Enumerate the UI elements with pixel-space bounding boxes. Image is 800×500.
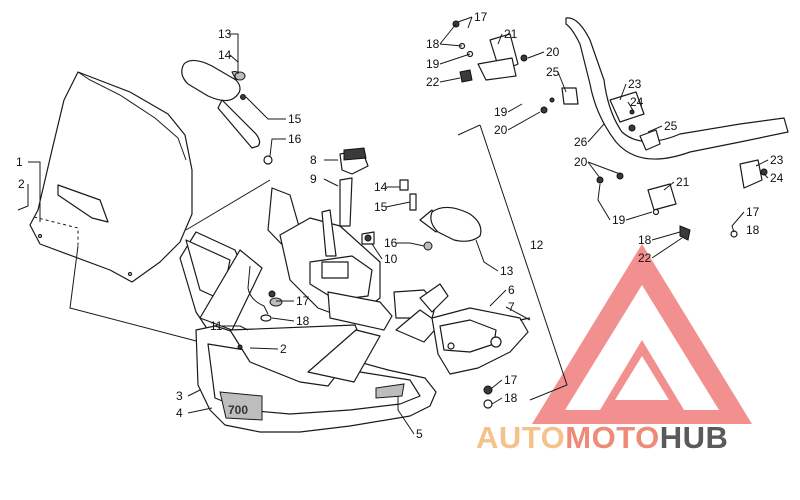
callout-14: 14	[374, 180, 388, 194]
callout-11: 11	[210, 319, 223, 333]
callout-14: 14	[218, 48, 232, 62]
watermark-text: AUTOMOTOHUB	[476, 420, 728, 455]
callout-17: 17	[474, 10, 488, 24]
callout-26: 26	[574, 135, 588, 149]
right-side-panel	[431, 307, 531, 375]
callout-15: 15	[374, 200, 388, 214]
callout-18: 18	[638, 233, 652, 247]
callout-16: 16	[288, 132, 302, 146]
callout-13: 13	[218, 27, 232, 41]
callout-6: 6	[508, 283, 515, 297]
watermark-moto: MOTO	[565, 420, 659, 455]
callout-23: 23	[628, 77, 642, 91]
windshield	[29, 71, 193, 283]
callout-19: 19	[426, 57, 440, 71]
model-badge: 700	[228, 403, 248, 417]
callout-2: 2	[280, 342, 287, 356]
callout-13: 13	[500, 264, 514, 278]
handlebar-assembly	[452, 17, 789, 241]
callout-17: 17	[296, 294, 310, 308]
callout-16: 16	[384, 236, 398, 250]
callout-19: 19	[612, 213, 626, 227]
callout-25: 25	[546, 65, 560, 79]
callout-labels: 1 2 2 3 4 5 6 7 8 9 10 11 12 13 13 14 14…	[16, 10, 784, 441]
callout-20: 20	[494, 123, 508, 137]
callout-7: 7	[508, 300, 515, 314]
callout-17: 17	[504, 373, 518, 387]
callout-17: 17	[746, 205, 760, 219]
callout-1: 1	[16, 155, 23, 169]
callout-23: 23	[770, 153, 784, 167]
guide-lines	[33, 124, 568, 401]
callout-18: 18	[746, 223, 760, 237]
callout-18: 18	[296, 314, 310, 328]
watermark-hub: HUB	[660, 420, 729, 455]
callout-25: 25	[664, 119, 678, 133]
callout-5: 5	[416, 427, 423, 441]
callout-21: 21	[504, 27, 518, 41]
callout-22: 22	[638, 251, 652, 265]
right-mirror	[419, 206, 482, 242]
callout-18: 18	[426, 37, 440, 51]
callout-4: 4	[176, 406, 183, 420]
callout-2: 2	[18, 177, 25, 191]
callout-20: 20	[546, 45, 560, 59]
callout-24: 24	[770, 171, 784, 185]
left-mirror	[181, 59, 273, 165]
callout-24: 24	[630, 95, 644, 109]
callout-20: 20	[574, 155, 588, 169]
callout-19: 19	[494, 105, 508, 119]
callout-leaders	[17, 16, 769, 435]
callout-8: 8	[310, 153, 317, 167]
callout-12: 12	[530, 238, 544, 252]
watermark-logo	[532, 244, 752, 424]
svg-text:AUTOMOTOHUB: AUTOMOTOHUB	[476, 420, 728, 455]
callout-9: 9	[310, 172, 317, 186]
callout-15: 15	[288, 112, 302, 126]
fairing-assembly: 700	[179, 187, 449, 433]
callout-22: 22	[426, 75, 440, 89]
callout-3: 3	[176, 389, 183, 403]
callout-18: 18	[504, 391, 518, 405]
callout-21: 21	[676, 175, 690, 189]
callout-10: 10	[384, 252, 398, 266]
watermark-auto: AUTO	[476, 420, 565, 455]
small-components-center	[237, 147, 493, 409]
